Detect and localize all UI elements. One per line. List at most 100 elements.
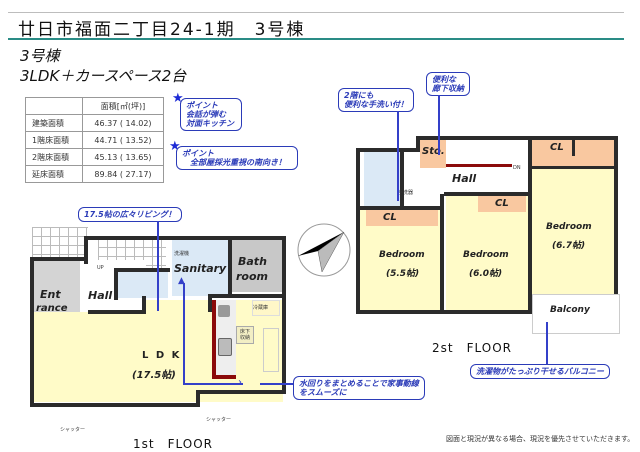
wall	[30, 257, 34, 407]
cl1-label: CL	[383, 212, 397, 223]
table-header-row: 面積[㎡(坪)]	[25, 97, 164, 115]
callout-leader	[438, 95, 440, 155]
wall	[416, 136, 618, 140]
room-hall-2f	[446, 140, 528, 200]
point-south-callout: ポイント 全部屋採光重視の南向き！	[176, 146, 298, 170]
entrance-label: rance	[36, 303, 68, 314]
callout-text: 便利な	[432, 75, 456, 84]
point-heading: ポイント	[182, 149, 214, 158]
star-icon: ★	[169, 139, 181, 154]
wall	[444, 192, 532, 196]
room-bedroom-1	[360, 210, 440, 312]
table-row: 2階床面積 45.13 ( 13.65)	[25, 148, 164, 166]
room-sanitary	[172, 240, 230, 296]
callout-leader	[260, 383, 294, 385]
fridge-label: 冷蔵庫	[253, 305, 269, 311]
floor-2-label: 2st FLOOR	[432, 341, 512, 355]
top-rule	[312, 12, 624, 13]
wall	[360, 206, 444, 210]
sanitary-label: Sanitary	[174, 262, 227, 275]
underfloor-storage-box	[236, 326, 254, 344]
hall-2f-label: Hall	[452, 172, 477, 185]
underfloor-label: 収納	[240, 335, 251, 341]
ldk-label: L D K	[142, 350, 182, 361]
wall	[440, 194, 444, 314]
callout-text: 水回りをまとめることで家事動線	[299, 379, 419, 388]
wall	[400, 152, 404, 206]
table-row: 延床面積 89.84 ( 27.17)	[25, 165, 164, 183]
table-cell-value: 89.84 ( 27.17)	[82, 165, 164, 183]
water-callout: 水回りをまとめることで家事動線 をスムーズに	[293, 376, 425, 400]
balcony-label: Balcony	[550, 305, 590, 315]
room-cl2	[478, 196, 526, 212]
star-icon: ★	[172, 91, 184, 106]
disclaimer-note: 図面と現況が異なる場合、現況を優先させていただきます。	[446, 435, 635, 443]
table-cell-label: 1階床面積	[25, 131, 83, 149]
stove-icon	[218, 305, 230, 317]
layout-label: 3LDK＋カースペース2台	[20, 67, 187, 85]
cl3-label: CL	[550, 142, 564, 153]
wall	[114, 268, 170, 272]
porch-steps	[32, 227, 88, 260]
wall	[210, 294, 286, 298]
table-header-cell	[25, 97, 83, 115]
point-text: 全部屋採光重視の南向き！	[190, 158, 286, 167]
bedroom-2-size: (6.0帖)	[469, 269, 503, 279]
wall	[356, 148, 360, 314]
callout-text: 廊下収納	[432, 84, 464, 93]
bathroom-label: Bath	[238, 255, 267, 268]
wall	[532, 166, 614, 169]
room-toilet-fill	[116, 270, 168, 298]
callout-leader	[157, 221, 159, 311]
point-kitchen-callout: ポイント 会話が弾む 対面キッチン	[180, 98, 242, 131]
flow-arrow-line	[183, 383, 243, 385]
wall	[356, 310, 532, 314]
balcony-callout: 洗濯物がたっぷり干せるバルコニー	[470, 364, 610, 379]
wall	[84, 236, 286, 240]
page-title: 廿日市福面二丁目24-1期 3号棟	[18, 20, 306, 40]
bedroom-2-label: Bedroom	[463, 250, 509, 260]
wall	[572, 140, 575, 156]
stair-rail	[446, 164, 512, 167]
north-arrow-icon	[297, 223, 351, 277]
wall	[88, 310, 146, 314]
storage-callout: 便利な 廊下収納	[426, 72, 470, 96]
top-rule	[8, 12, 312, 13]
point-text: 対面キッチン	[186, 119, 234, 128]
room-bedroom-3	[532, 168, 614, 294]
callout-text: 2階にも	[344, 91, 374, 100]
bathroom-label: room	[236, 270, 269, 283]
up-label: UP	[97, 265, 104, 271]
pantry-box	[263, 328, 279, 372]
callout-text: 便利な手洗い付！	[344, 100, 408, 109]
area-table: 面積[㎡(坪)] 建築面積 46.37 ( 14.02) 1階床面積 44.71…	[25, 97, 164, 183]
wall	[30, 403, 200, 407]
callout-leader	[546, 322, 548, 366]
table-row: 建築面積 46.37 ( 14.02)	[25, 114, 164, 132]
entrance-label: Ent	[40, 288, 61, 301]
arrow-right-icon: ›	[238, 377, 242, 388]
room-entrance-fill	[33, 260, 80, 312]
table-cell-label: 2階床面積	[25, 148, 83, 166]
wall	[208, 294, 212, 312]
cl2-label: CL	[495, 198, 509, 209]
point-heading: ポイント	[186, 101, 218, 110]
dn-label: DN	[513, 165, 521, 171]
room-toilet-2f	[364, 152, 400, 206]
callout-leader	[397, 111, 399, 201]
table-cell-value: 45.13 ( 13.65)	[82, 148, 164, 166]
table-row: 1階床面積 44.71 ( 13.52)	[25, 131, 164, 149]
storage-label: Sto.	[422, 146, 445, 157]
underfloor-label: 床下	[240, 329, 251, 335]
hall-1f-label: Hall	[88, 289, 113, 302]
point-text: 会話が弾む	[186, 110, 226, 119]
wall	[196, 390, 286, 394]
wall	[196, 390, 200, 407]
washer-label: 洗濯機	[174, 251, 190, 257]
room-cl1	[366, 210, 438, 226]
wall	[614, 136, 618, 294]
wall	[228, 240, 232, 296]
wall	[30, 257, 86, 261]
bedroom-1-label: Bedroom	[379, 250, 425, 260]
wall	[84, 236, 88, 264]
